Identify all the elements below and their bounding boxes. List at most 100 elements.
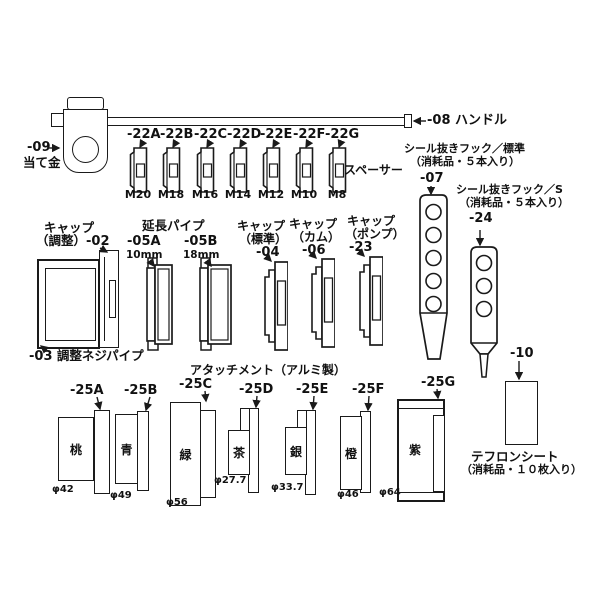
teflon-sheet-drawing <box>505 381 538 445</box>
spacer-part-number-22e: -22E <box>260 127 293 142</box>
spacer-shape-m14 <box>227 146 249 194</box>
spacer-size-m10: M10 <box>290 188 318 201</box>
spacer-shape-m12 <box>260 146 282 194</box>
seal-hook-standard-note: （消耗品・５本入り） <box>410 155 520 168</box>
cap-cam-variant: （カム） <box>292 230 341 244</box>
attachment-25c-diameter: φ56 <box>166 497 188 508</box>
attachment-section-title: アタッチメント（アルミ製） <box>190 363 346 377</box>
spacer-size-m14: M14 <box>224 188 252 201</box>
seal-hook-standard-part-number: -07 <box>420 171 444 186</box>
attachment-25f-body: 橙 <box>340 416 362 490</box>
backing-plate-top-cap <box>67 97 104 110</box>
seal-hook-standard-drawing <box>419 194 448 360</box>
seal-hook-s-drawing <box>470 246 498 378</box>
cap-standard-part-number: -04 <box>256 245 280 260</box>
spacer-shape-m10 <box>293 146 315 194</box>
screw-pipe-label: -03 調整ネジパイプ <box>29 349 144 364</box>
cap-pump-name: キャップ <box>347 214 396 228</box>
attachment-25a-body: 桃 <box>58 417 94 481</box>
spacer-shape-m20 <box>127 146 149 194</box>
backing-plate-name: 当て金 <box>23 155 61 170</box>
teflon-note: （消耗品・１０枚入り） <box>461 463 582 476</box>
cap-cam-drawing <box>309 257 335 349</box>
adjust-cap-part-number: -02 <box>86 234 110 249</box>
handle-part-number: -08 <box>427 113 451 128</box>
attachment-25g-diameter: φ64 <box>379 487 401 498</box>
spacer-part-number-22b: -22B <box>160 127 194 142</box>
seal-hook-s-name: シール抜きフック／S <box>456 183 563 196</box>
extension-pipe-05a-drawing <box>146 257 173 351</box>
cap-cam-name: キャップ <box>289 217 338 231</box>
backing-plate-part-number: -09 <box>27 140 51 155</box>
seal-hook-standard-name: シール抜きフック／標準 <box>404 142 525 155</box>
attachment-25a-flange <box>94 410 110 494</box>
screw-pipe-name: 調整ネジパイプ <box>56 348 144 363</box>
cap-pump-drawing <box>357 255 383 347</box>
extension-pipe-05b-part-number: -05B <box>184 234 218 249</box>
attachment-25d-diameter: φ27.7 <box>214 475 247 486</box>
attachment-25g-top-line <box>399 408 443 409</box>
attachment-25e-diameter: φ33.7 <box>271 482 304 493</box>
attachment-25g-color-label: 紫 <box>409 443 422 457</box>
teflon-part-number: -10 <box>510 346 534 361</box>
spacer-part-number-22a: -22A <box>127 127 161 142</box>
attachment-25d-body: 茶 <box>228 430 250 475</box>
handle-label: -08 ハンドル <box>427 113 508 128</box>
extension-pipe-05a-size: 10mm <box>126 249 163 261</box>
handle-name: ハンドル <box>455 113 508 128</box>
attachment-25g-bottom-line <box>399 492 443 493</box>
handle-bar-end-cap <box>404 114 412 128</box>
attachment-25b-part-number: -25B <box>124 383 158 398</box>
spacer-shape-m16 <box>194 146 216 194</box>
cap-standard-name: キャップ <box>237 219 286 233</box>
seal-hook-s-note: （消耗品・５本入り） <box>459 196 569 209</box>
screw-pipe-part-number: -03 <box>29 349 53 364</box>
spacer-part-number-22f: -22F <box>293 127 326 142</box>
cap-standard-drawing <box>262 260 288 352</box>
attachment-25e-color-label: 銀 <box>289 444 302 459</box>
attachment-25b-flange <box>137 411 149 491</box>
attachment-25e-part-number: -25E <box>296 382 329 397</box>
attachment-25f-diameter: φ46 <box>337 489 359 500</box>
adjust-cap-name: キャップ <box>44 220 95 235</box>
extension-pipe-title: 延長パイプ <box>142 218 205 233</box>
attachment-25e-body: 銀 <box>285 427 307 475</box>
spacer-section-name: スペーサー <box>344 163 403 177</box>
adjust-cap-variant-line: （調整）-02 <box>36 234 110 249</box>
attachment-25b-diameter: φ49 <box>110 490 132 501</box>
attachment-25f-color-label: 橙 <box>344 446 357 461</box>
spacer-part-number-22c: -22C <box>194 127 228 142</box>
attachment-25c-body: 緑 <box>170 402 201 506</box>
attachment-25d-part-number: -25D <box>239 382 274 397</box>
screw-pipe-inner <box>45 268 96 341</box>
spacer-size-m8: M8 <box>327 188 347 201</box>
cap-pump-part-number: -23 <box>349 240 373 255</box>
attachment-25c-part-number: -25C <box>179 377 213 392</box>
attachment-25a-diameter: φ42 <box>52 484 74 495</box>
spacer-size-m12: M12 <box>257 188 285 201</box>
attachment-25b-color-label: 青 <box>120 442 133 457</box>
spacer-part-number-22d: -22D <box>227 127 262 142</box>
attachment-25g-flange <box>433 415 445 492</box>
adjust-cap-hub <box>109 280 116 318</box>
extension-pipe-05b-drawing <box>199 257 232 351</box>
cap-standard-variant: （標準） <box>239 232 288 246</box>
spacer-size-m18: M18 <box>157 188 185 201</box>
attachment-25a-part-number: -25A <box>70 383 104 398</box>
attachment-25g-part-number: -25G <box>421 375 456 390</box>
handle-bar <box>56 117 406 126</box>
attachment-25b-body: 青 <box>115 414 138 484</box>
attachment-25f-part-number: -25F <box>352 382 385 397</box>
attachment-25a-color-label: 桃 <box>69 442 82 457</box>
spacer-part-number-22g: -22G <box>325 127 360 142</box>
attachment-25d-step <box>240 408 250 432</box>
attachment-25d-color-label: 茶 <box>232 446 245 460</box>
backing-plate-hole <box>72 136 99 163</box>
spacer-shape-m18 <box>160 146 182 194</box>
teflon-name: テフロンシート <box>471 449 559 464</box>
adjust-cap-plate-line <box>104 257 105 341</box>
seal-hook-s-part-number: -24 <box>469 211 493 226</box>
spacer-size-m20: M20 <box>124 188 152 201</box>
cap-pump-variant: （ポンプ） <box>345 227 405 241</box>
attachment-25c-color-label: 緑 <box>179 447 192 462</box>
